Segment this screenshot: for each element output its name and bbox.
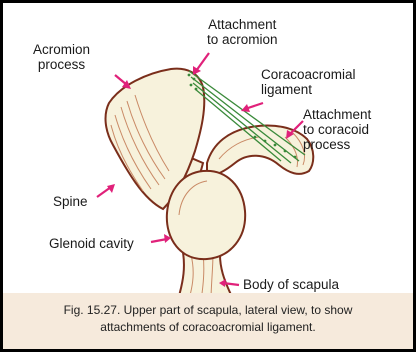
label-line: Acromion: [33, 42, 90, 57]
label-spine: Spine: [53, 194, 88, 209]
label-attachment-to-coracoid: Attachment to coracoid process: [303, 107, 371, 152]
glenoid-cavity-shape: [167, 171, 245, 259]
label-body-of-scapula: Body of scapula: [243, 277, 339, 292]
label-line: Attachment: [207, 17, 278, 32]
caption-line-2: attachments of coracoacromial ligament.: [21, 319, 395, 336]
label-acromion-process: Acromion process: [33, 42, 90, 72]
label-line: Attachment: [303, 107, 371, 122]
label-line: ligament: [261, 82, 356, 97]
label-line: process: [303, 137, 371, 152]
label-line: Coracoacromial: [261, 67, 356, 82]
label-coracoacromial-ligament: Coracoacromial ligament: [261, 67, 356, 97]
label-line: process: [33, 57, 90, 72]
label-glenoid-cavity: Glenoid cavity: [49, 236, 134, 251]
coracoid-process-shape: [207, 126, 313, 176]
arrow-acromion-attachment: [196, 53, 209, 71]
figure-caption: Fig. 15.27. Upper part of scapula, later…: [21, 302, 395, 336]
label-line: to coracoid: [303, 122, 371, 137]
caption-line-1: Fig. 15.27. Upper part of scapula, later…: [21, 302, 395, 319]
label-line: to acromion: [207, 32, 278, 47]
arrow-glenoid-cavity: [151, 239, 167, 242]
label-attachment-to-acromion: Attachment to acromion: [207, 17, 278, 47]
